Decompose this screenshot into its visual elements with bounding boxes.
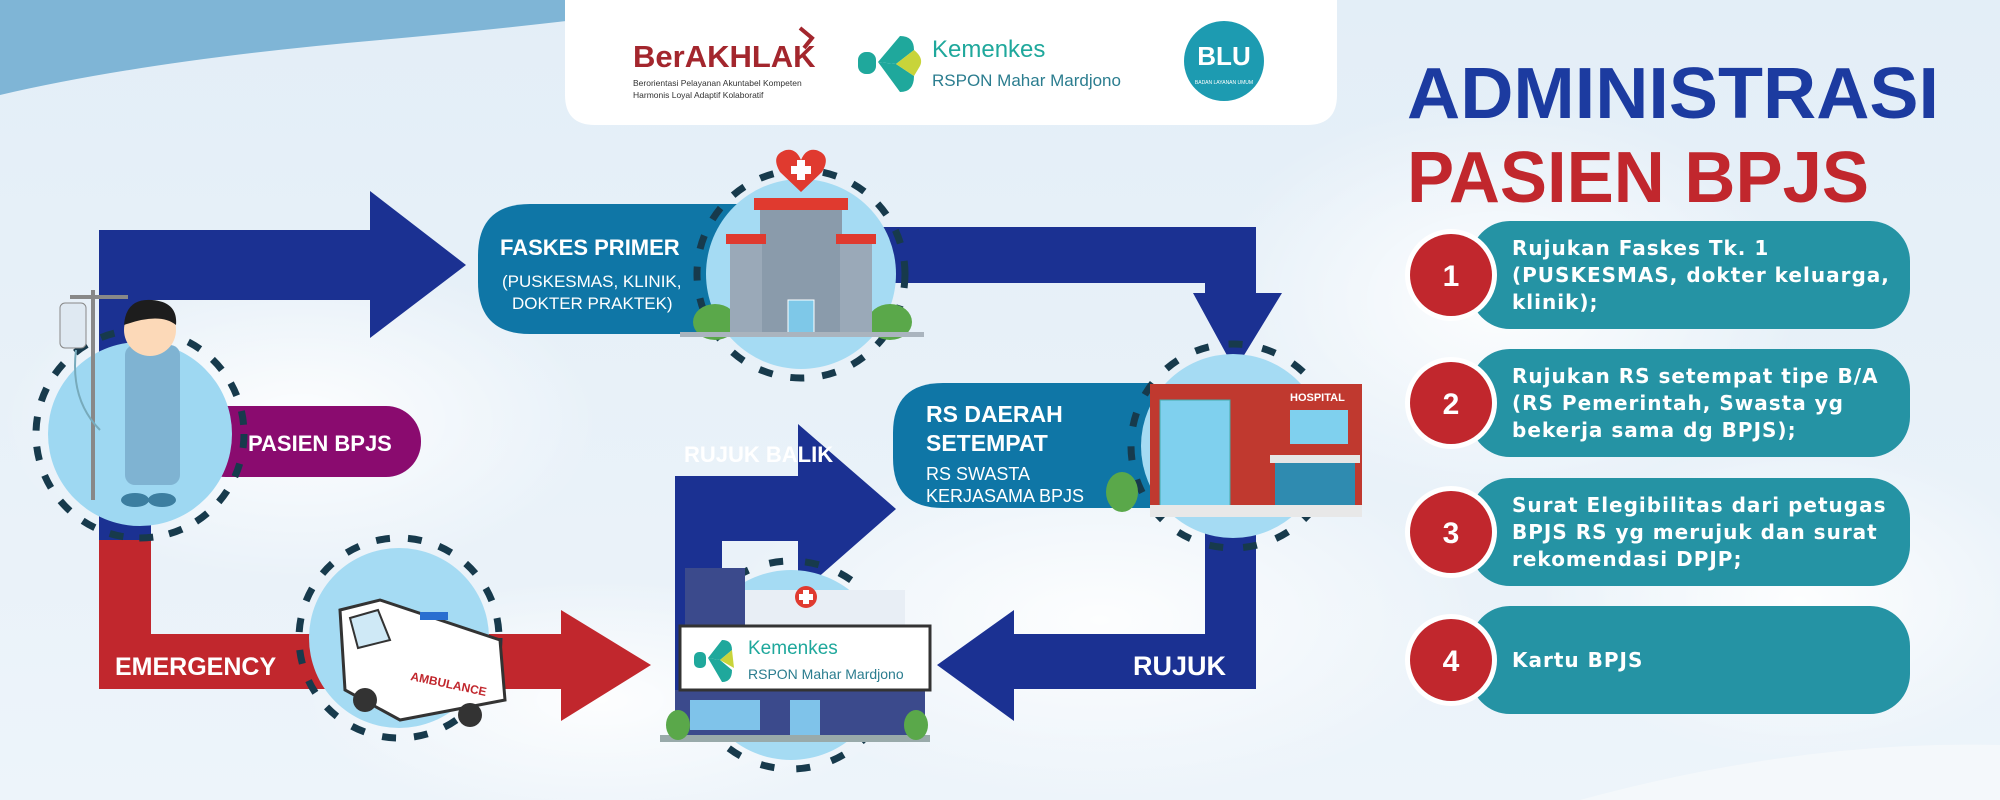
cross-icon — [799, 590, 813, 604]
hospital-building-icon: HOSPITAL — [1106, 384, 1362, 517]
step-item: 2 Rujukan RS setempat tipe B/A (RS Pemerin… — [1405, 349, 1910, 457]
step-text-line: Kartu BPJS — [1512, 648, 1643, 672]
faskes-primer-node: FASKES PRIMER (PUSKESMAS, KLINIK, DOKTER… — [478, 149, 924, 382]
main-hospital-node: Kemenkes RSPON Mahar Mardjono — [660, 557, 932, 773]
step-number: 2 — [1443, 388, 1460, 421]
title-line-2: PASIEN BPJS — [1407, 138, 1869, 218]
step-text-line: bekerja sama dg BPJS); — [1512, 418, 1797, 442]
hospital-sign-text: HOSPITAL — [1290, 392, 1345, 404]
rs-daerah-line-2: KERJASAMA BPJS — [926, 486, 1084, 506]
step-item: 1 Rujukan Faskes Tk. 1 (PUSKESMAS, dokter … — [1405, 221, 1910, 329]
arrow-emergency — [99, 540, 651, 721]
step-badge — [1410, 362, 1492, 444]
rs-daerah-box — [893, 383, 1150, 508]
step-text-line: Rujukan RS setempat tipe B/A — [1512, 364, 1879, 388]
patient-label: PASIEN BPJS — [248, 431, 392, 456]
arrow-rujuk-balik — [675, 424, 896, 740]
patient-label-pill — [191, 406, 421, 477]
step-text-line: Surat Elegibilitas dari petugas — [1512, 493, 1886, 517]
rujuk-balik-label: RUJUK BALIK — [684, 442, 833, 467]
main-hospital-building-icon: Kemenkes RSPON Mahar Mardjono — [660, 568, 932, 742]
faskes-line-1: (PUSKESMAS, KLINIK, — [502, 272, 682, 291]
faskes-title: FASKES PRIMER — [500, 235, 680, 260]
step-box — [1470, 221, 1910, 329]
main-hospital-subtitle: RSPON Mahar Mardjono — [748, 666, 904, 682]
step-text-line: (PUSKESMAS, dokter keluarga, — [1512, 263, 1890, 287]
step-number: 1 — [1443, 260, 1460, 293]
blu-logo: BLU BADAN LAYANAN UMUM — [1184, 21, 1264, 101]
step-text-line: Rujukan Faskes Tk. 1 — [1512, 236, 1769, 260]
top-wave — [0, 0, 720, 95]
faskes-line-2: DOKTER PRAKTEK) — [512, 294, 673, 313]
step-item: 4 Kartu BPJS — [1405, 606, 1910, 714]
step-text-line: rekomendasi DPJP; — [1512, 547, 1742, 571]
patient-node: PASIEN BPJS — [32, 290, 421, 542]
arrow-to-rs-daerah — [860, 227, 1282, 370]
header-logos: BerAKHLAK Berorientasi Pelayanan Akuntab… — [565, 0, 1337, 125]
step-badge — [1410, 491, 1492, 573]
rs-daerah-title-2: SETEMPAT — [926, 430, 1048, 456]
requirements-list: 1 Rujukan Faskes Tk. 1 (PUSKESMAS, dokter … — [1405, 221, 1910, 714]
step-number: 4 — [1443, 645, 1460, 678]
rs-daerah-line-1: RS SWASTA — [926, 464, 1030, 484]
faskes-box — [478, 204, 760, 334]
main-hospital-title: Kemenkes — [748, 638, 838, 659]
patient-icon — [59, 290, 180, 507]
step-box — [1470, 349, 1910, 457]
berakhlak-logo: BerAKHLAK Berorientasi Pelayanan Akuntab… — [633, 26, 816, 100]
step-box — [1470, 478, 1910, 586]
step-box — [1470, 606, 1910, 714]
blu-title: BLU — [1197, 41, 1250, 71]
rs-daerah-title-1: RS DAERAH — [926, 401, 1063, 427]
cross-icon — [791, 160, 811, 180]
step-badge — [1410, 619, 1492, 701]
chevron-icon — [798, 26, 815, 50]
clinic-building-icon — [680, 149, 924, 340]
arrow-rujuk — [937, 500, 1256, 721]
berakhlak-line-1: Berorientasi Pelayanan Akuntabel Kompete… — [633, 78, 802, 88]
rs-daerah-node: RS DAERAH SETEMPAT RS SWASTA KERJASAMA B… — [893, 340, 1362, 552]
step-text-line: (RS Pemerintah, Swasta yg — [1512, 391, 1844, 415]
emergency-label: EMERGENCY — [115, 653, 276, 681]
berakhlak-title: BerAKHLAK — [633, 39, 816, 74]
kemenkes-title: Kemenkes — [932, 36, 1045, 63]
step-badge — [1410, 234, 1492, 316]
bottom-wave — [1580, 744, 2000, 800]
rujuk-label: RUJUK — [1133, 651, 1227, 681]
step-number: 3 — [1443, 517, 1460, 550]
step-text-line: klinik); — [1512, 290, 1599, 314]
kemenkes-subtitle: RSPON Mahar Mardjono — [932, 71, 1121, 90]
kemenkes-logo: Kemenkes RSPON Mahar Mardjono — [858, 36, 1121, 92]
berakhlak-line-2: Harmonis Loyal Adaptif Kolaboratif — [633, 90, 764, 100]
title-line-1: ADMINISTRASI — [1407, 54, 1939, 134]
blu-subtitle: BADAN LAYANAN UMUM — [1195, 80, 1253, 86]
arrow-to-faskes — [99, 191, 466, 540]
ambulance-icon: AMBULANCE — [338, 598, 507, 727]
kemenkes-emblem-icon — [858, 36, 922, 92]
step-text-line: BPJS RS yg merujuk dan surat — [1512, 520, 1878, 544]
ambulance-node: AMBULANCE — [295, 534, 507, 742]
